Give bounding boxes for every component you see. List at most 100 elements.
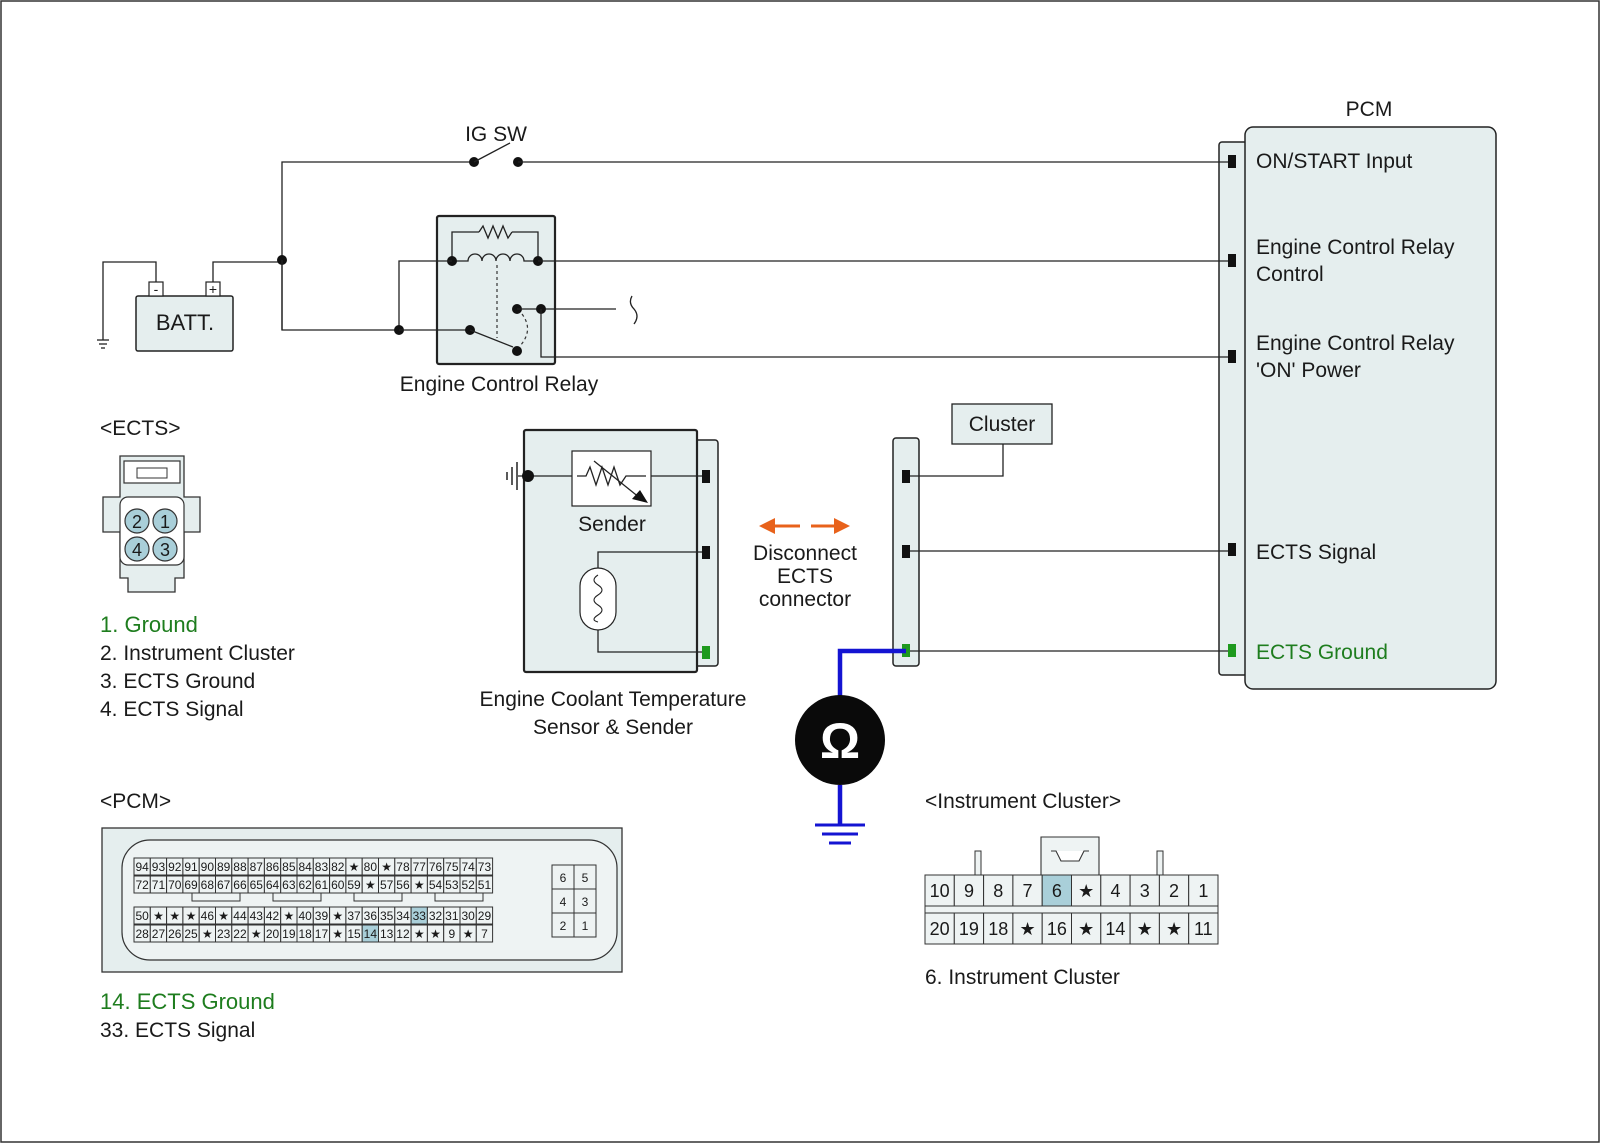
- cluster-pin-number: 6: [1052, 881, 1062, 901]
- pcm-side-pin-number: 3: [582, 895, 589, 909]
- ects-pin-number: 4: [132, 540, 142, 560]
- pcm-pin-number: 77: [413, 860, 427, 874]
- relay-coil-top-wire: [451, 231, 479, 261]
- pcm-pin-number: 52: [461, 878, 475, 892]
- ects-legend-item: 3. ECTS Ground: [100, 670, 255, 693]
- pcm-pin-number: 20: [266, 927, 280, 941]
- pcm-pin-number: 78: [396, 860, 410, 874]
- cluster-pin-number: 14: [1105, 919, 1125, 939]
- harness-terminal-2: [902, 545, 910, 558]
- pcm-pin-number: 73: [478, 860, 492, 874]
- pcm-pin-number: 83: [315, 860, 329, 874]
- pcm-module: [1244, 126, 1497, 690]
- pcm-title: PCM: [1346, 98, 1393, 121]
- pcm-pin-number: 42: [266, 909, 280, 923]
- pcm-pin-number: 90: [201, 860, 215, 874]
- pcm-connector-key: [272, 892, 322, 902]
- pcm-pin-number: 25: [184, 927, 198, 941]
- pcm-terminal-relay-control: [1228, 254, 1236, 267]
- pcm-pin-number: 82: [331, 860, 345, 874]
- cluster-pin-cell: [924, 912, 955, 945]
- engine-control-relay: [435, 214, 557, 366]
- cluster-pin-number: ★: [1166, 919, 1182, 939]
- cluster-pin-cell: [953, 912, 985, 945]
- relay-coil-top-wire-r: [512, 231, 539, 261]
- pcm-pin-label: ECTS Ground: [1256, 641, 1388, 664]
- pcm-pin-number: 91: [184, 860, 198, 874]
- pcm-pin-label: Engine Control Relay: [1256, 332, 1455, 355]
- cluster-pin-cell: [1188, 874, 1219, 907]
- cluster-pin-cell: [1012, 874, 1043, 907]
- sensor-label-line1: Engine Coolant Temperature: [480, 688, 747, 711]
- pcm-pin-number: ★: [381, 860, 392, 874]
- pcm-legend-item: 33. ECTS Signal: [100, 1019, 255, 1042]
- pcm-pin-number: 65: [250, 878, 264, 892]
- pcm-pin-label-line2: Control: [1256, 263, 1324, 286]
- pcm-pin-number: 12: [396, 927, 410, 941]
- cluster-pin-cell: [983, 874, 1014, 907]
- pcm-connector-key: [191, 892, 241, 902]
- ohmmeter: [795, 695, 885, 785]
- pcm-pin-number: 13: [380, 927, 394, 941]
- cluster-pin-number: 9: [964, 881, 974, 901]
- disconnect-label-1: Disconnect: [753, 542, 857, 565]
- pcm-pin-number: 40: [298, 909, 312, 923]
- pcm-pin-number: 36: [364, 909, 378, 923]
- relay-switch-arc: [519, 313, 529, 347]
- pcm-pin-number: 75: [445, 860, 459, 874]
- disconnect-label-2: ECTS: [777, 565, 833, 588]
- cluster-wire: [910, 444, 1004, 477]
- pcm-connector-strip: [1218, 141, 1248, 676]
- pcm-pin-number: 85: [282, 860, 296, 874]
- pcm-pin-number: ★: [332, 909, 343, 923]
- pcm-pin-number: 51: [478, 878, 492, 892]
- ects-pin: [124, 508, 150, 534]
- pcm-side-pin-number: 1: [582, 919, 589, 933]
- pcm-pin-number: 26: [168, 927, 182, 941]
- pcm-pin-number: 59: [347, 878, 361, 892]
- thermistor-wire-top: [597, 551, 706, 568]
- pcm-side-pin-number: 2: [560, 919, 567, 933]
- pcm-pin-number: 66: [233, 878, 247, 892]
- pcm-connector-key: [353, 892, 403, 902]
- pcm-pin-number: 35: [380, 909, 394, 923]
- cluster-latch-right: [1156, 850, 1164, 876]
- ects-pin-number: 3: [160, 540, 170, 560]
- pcm-pin-number: 37: [347, 909, 361, 923]
- battery-positive-wire: [212, 261, 282, 282]
- pcm-pin-number: 92: [168, 860, 182, 874]
- battery-label: BATT.: [156, 310, 214, 335]
- pcm-pin-number: 34: [396, 909, 410, 923]
- pcm-pin-cell: [475, 924, 494, 943]
- pcm-pin-number: 76: [429, 860, 443, 874]
- pcm-side-pin-number: 5: [582, 871, 589, 885]
- pcm-pin-number: 14: [364, 927, 378, 941]
- disconnect-arrowhead-right: [834, 518, 850, 534]
- ects-pin: [152, 508, 178, 534]
- pcm-pin-number: 88: [233, 860, 247, 874]
- relay-switch-no: [512, 346, 522, 356]
- cluster-box: [951, 403, 1053, 445]
- pcm-pin-number: 61: [315, 878, 329, 892]
- ohmmeter-symbol: Ω: [820, 713, 860, 769]
- ects-pin-number: 1: [160, 512, 170, 532]
- pcm-pin-number: 43: [250, 909, 264, 923]
- cluster-pin-cell: [1100, 912, 1131, 945]
- sensor-terminal-1: [702, 470, 710, 483]
- pcm-legend-title: <PCM>: [100, 790, 171, 813]
- pcm-pin-number: 94: [135, 860, 149, 874]
- ig-switch-blade: [473, 142, 511, 163]
- pcm-pin-number: 87: [250, 860, 264, 874]
- battery-plus-sign: +: [209, 281, 217, 297]
- ects-pin-number: 2: [132, 512, 142, 532]
- pcm-pin-label: ECTS Signal: [1256, 541, 1376, 564]
- cluster-legend-title: <Instrument Cluster>: [925, 790, 1121, 813]
- cluster-pin-cell: [1041, 874, 1072, 907]
- pcm-pin-number: 23: [217, 927, 231, 941]
- pcm-pin-number: 19: [282, 927, 296, 941]
- sender-resistor-box: [571, 450, 652, 507]
